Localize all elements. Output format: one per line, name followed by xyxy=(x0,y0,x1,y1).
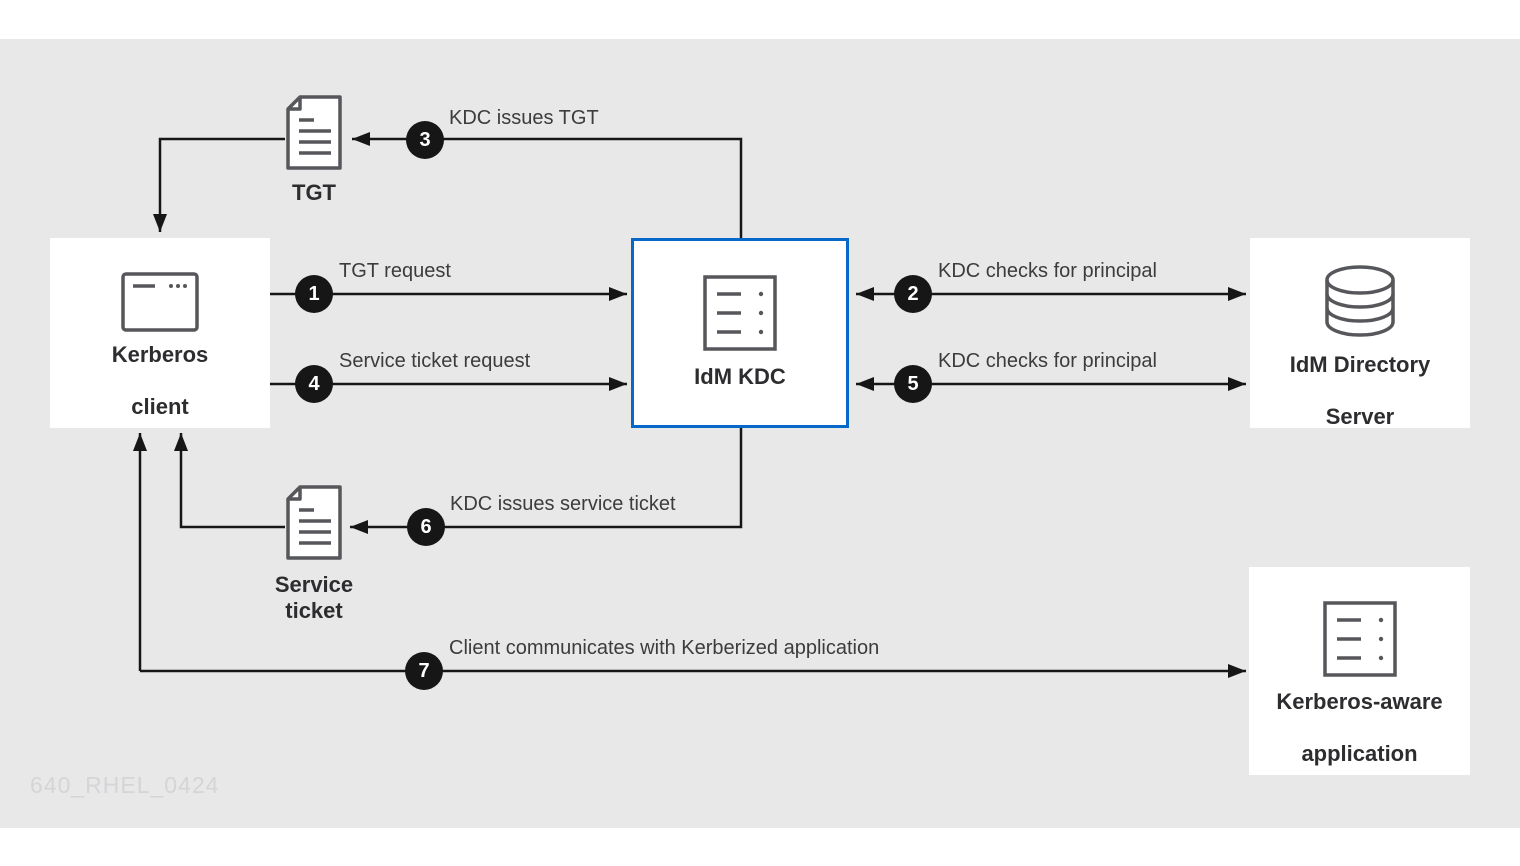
idm-directory-server-label: IdM Directory Server xyxy=(1250,352,1470,430)
list-server-icon xyxy=(703,275,777,356)
step-4-badge: 4 xyxy=(295,365,333,403)
kerberos-client-label-line2: client xyxy=(131,394,189,419)
kerberos-client-label: Kerberos client xyxy=(50,342,270,420)
service-ticket-label-line2: ticket xyxy=(285,598,343,623)
service-ticket-document-label: Service ticket xyxy=(251,572,377,624)
kerberos-aware-application-node: Kerberos-aware application xyxy=(1249,567,1470,775)
step-1-badge: 1 xyxy=(295,275,333,313)
flow-label-kdc-issues-service-ticket: KDC issues service ticket xyxy=(450,493,676,515)
service-ticket-document-icon xyxy=(285,485,343,565)
browser-window-icon xyxy=(121,272,199,337)
flow-label-client-communicates: Client communicates with Kerberized appl… xyxy=(449,637,880,659)
flow-label-tgt-request: TGT request xyxy=(339,260,451,282)
flow-label-kdc-checks-for-principal-5: KDC checks for principal xyxy=(938,350,1157,372)
idm-kdc-label: IdM KDC xyxy=(694,364,786,389)
step-7-badge: 7 xyxy=(405,652,443,690)
flow-label-kdc-issues-tgt: KDC issues TGT xyxy=(449,107,599,129)
service-ticket-label-line1: Service xyxy=(274,572,354,597)
kerberos-aware-application-label: Kerberos-aware application xyxy=(1249,689,1470,767)
kerberos-aware-application-label-line1: Kerberos-aware xyxy=(1276,689,1443,714)
list-application-icon xyxy=(1322,601,1397,682)
idm-directory-server-label-line1: IdM Directory xyxy=(1289,352,1431,377)
idm-directory-server-node: IdM Directory Server xyxy=(1250,238,1470,430)
step-6-badge: 6 xyxy=(407,508,445,546)
watermark-text: 640_RHEL_0424 xyxy=(30,772,220,798)
database-icon xyxy=(1322,264,1398,349)
idm-kdc-node: IdM KDC xyxy=(631,238,849,428)
step-2-badge: 2 xyxy=(894,275,932,313)
kerberos-client-node: Kerberos client xyxy=(50,238,270,428)
kerberos-client-label-line1: Kerberos xyxy=(111,342,209,367)
tgt-document-label: TGT xyxy=(292,180,336,205)
kerberos-aware-application-label-line2: application xyxy=(1301,741,1418,766)
flow-label-service-ticket-request: Service ticket request xyxy=(339,350,531,372)
tgt-document-icon xyxy=(285,95,343,175)
step-5-badge: 5 xyxy=(894,365,932,403)
flow-label-kdc-checks-for-principal-2: KDC checks for principal xyxy=(938,260,1157,282)
idm-directory-server-label-line2: Server xyxy=(1325,404,1395,429)
step-3-badge: 3 xyxy=(406,121,444,159)
